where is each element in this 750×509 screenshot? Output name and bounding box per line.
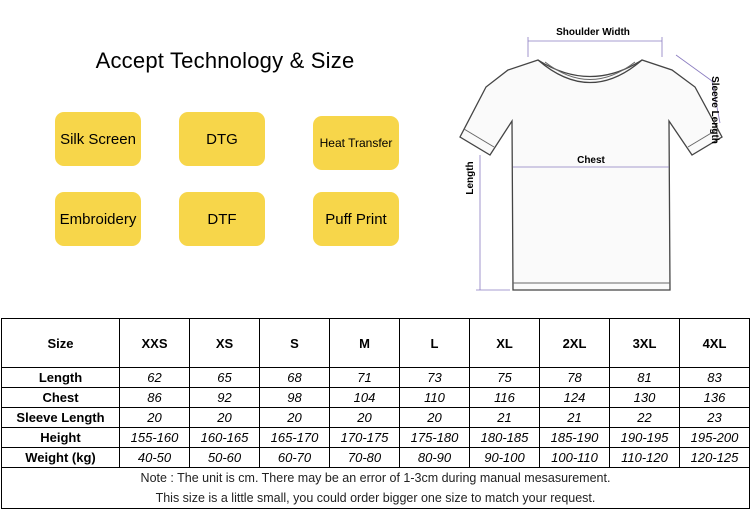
header-cell: M [329,318,400,368]
table-cell: 120-125 [679,447,750,468]
technology-dtf: DTF [179,192,265,246]
table-cell: 23 [679,407,750,428]
row-label: Sleeve Length [1,407,120,428]
table-cell: 73 [399,367,470,388]
table-row: Weight (kg) 40-50 50-60 60-70 70-80 80-9… [1,447,750,468]
table-cell: 68 [259,367,330,388]
header-cell: Size [1,318,120,368]
chest-label: Chest [577,155,605,166]
note-line-2: This size is a little small, you could o… [155,491,596,505]
table-cell: 78 [539,367,610,388]
table-cell: 98 [259,387,330,408]
row-label: Length [1,367,120,388]
table-cell: 20 [329,407,400,428]
row-label: Weight (kg) [1,447,120,468]
table-header-row: Size XXS XS S M L XL 2XL 3XL 4XL [1,318,750,368]
row-label: Chest [1,387,120,408]
table-cell: 81 [609,367,680,388]
row-label: Height [1,427,120,448]
table-cell: 40-50 [119,447,190,468]
table-cell: 80-90 [399,447,470,468]
tshirt-outline-icon [459,59,723,291]
table-cell: 116 [469,387,540,408]
table-cell: 20 [189,407,260,428]
table-cell: 104 [329,387,400,408]
table-cell: 60-70 [259,447,330,468]
table-cell: 190-195 [609,427,680,448]
header-cell: XXS [119,318,190,368]
table-cell: 155-160 [119,427,190,448]
header-cell: XL [469,318,540,368]
table-cell: 70-80 [329,447,400,468]
table-cell: 21 [469,407,540,428]
technology-embroidery: Embroidery [55,192,141,246]
table-cell: 20 [119,407,190,428]
table-cell: 71 [329,367,400,388]
table-cell: 75 [469,367,540,388]
sleeve-length-label: Sleeve Length [709,76,720,144]
technology-heat-transfer: Heat Transfer [313,116,399,170]
table-cell: 20 [259,407,330,428]
table-cell: 92 [189,387,260,408]
table-cell: 170-175 [329,427,400,448]
table-cell: 90-100 [469,447,540,468]
table-cell: 136 [679,387,750,408]
table-cell: 195-200 [679,427,750,448]
table-cell: 65 [189,367,260,388]
table-cell: 21 [539,407,610,428]
technology-dtg: DTG [179,112,265,166]
page-title: Accept Technology & Size [95,48,355,73]
header-cell: S [259,318,330,368]
header-cell: L [399,318,470,368]
table-cell: 110-120 [609,447,680,468]
table-cell: 86 [119,387,190,408]
table-cell: 50-60 [189,447,260,468]
header-cell: 2XL [539,318,610,368]
technology-silk-screen: Silk Screen [55,112,141,166]
table-cell: 83 [679,367,750,388]
size-chart-table: Size XXS XS S M L XL 2XL 3XL 4XL Length … [1,318,750,509]
table-cell: 20 [399,407,470,428]
table-note-row: Note : The unit is cm. There may be an e… [1,467,750,509]
size-note: Note : The unit is cm. There may be an e… [1,467,750,509]
table-cell: 124 [539,387,610,408]
table-row: Length 62 65 68 71 73 75 78 81 83 [1,367,750,388]
table-row: Height 155-160 160-165 165-170 170-175 1… [1,427,750,448]
tshirt-measurement-diagram: Shoulder Width Sleeve Length Chest Lengt… [459,27,723,291]
length-label: Length [465,161,476,194]
table-row: Sleeve Length 20 20 20 20 20 21 21 22 23 [1,407,750,428]
table-cell: 180-185 [469,427,540,448]
note-line-1: Note : The unit is cm. There may be an e… [140,471,611,485]
table-cell: 160-165 [189,427,260,448]
table-row: Chest 86 92 98 104 110 116 124 130 136 [1,387,750,408]
header-cell: 4XL [679,318,750,368]
shoulder-width-label: Shoulder Width [556,27,630,38]
table-cell: 185-190 [539,427,610,448]
table-cell: 100-110 [539,447,610,468]
table-cell: 62 [119,367,190,388]
table-cell: 175-180 [399,427,470,448]
technology-puff-print: Puff Print [313,192,399,246]
header-cell: XS [189,318,260,368]
table-cell: 130 [609,387,680,408]
header-cell: 3XL [609,318,680,368]
table-cell: 165-170 [259,427,330,448]
table-cell: 110 [399,387,470,408]
table-cell: 22 [609,407,680,428]
